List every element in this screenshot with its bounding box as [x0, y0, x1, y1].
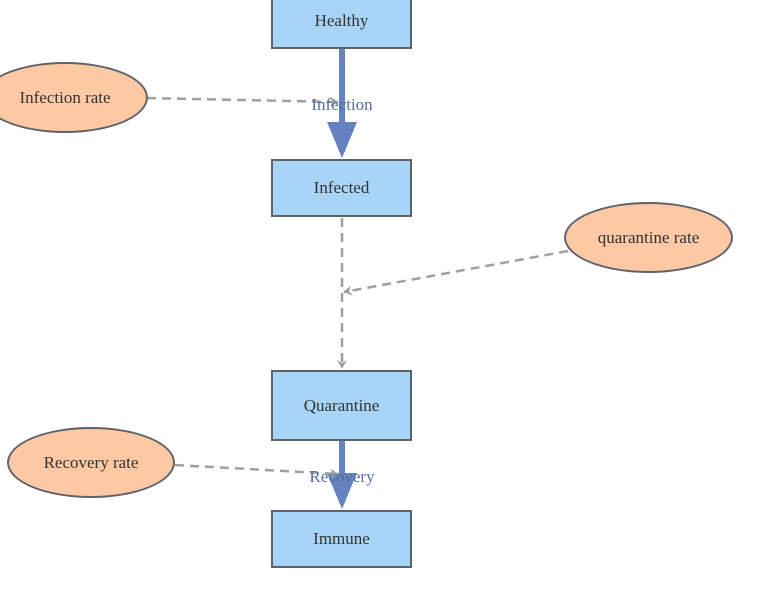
param-quarantine-rate[interactable]: quarantine rate: [564, 202, 733, 273]
quarantine-rate-link: [343, 249, 569, 296]
stock-quarantine[interactable]: Quarantine: [271, 370, 412, 441]
flow-label-infection: Infection: [311, 95, 373, 114]
stock-immune[interactable]: Immune: [271, 510, 412, 568]
param-infection-rate-label: Infection rate: [19, 87, 111, 107]
flow-label-recovery: Recovery: [309, 467, 375, 486]
recovery-rate-link: [174, 463, 339, 479]
stock-infected-label: Infected: [313, 178, 370, 197]
infection-rate-link: [146, 96, 339, 107]
stock-immune-label: Immune: [313, 529, 370, 548]
param-infection-rate[interactable]: Infection rate: [0, 62, 148, 133]
param-recovery-rate-label: Recovery rate: [43, 452, 139, 472]
param-quarantine-rate-label: quarantine rate: [597, 227, 700, 247]
stock-quarantine-label: Quarantine: [303, 395, 380, 415]
stock-infected[interactable]: Infected: [271, 159, 412, 217]
param-recovery-rate[interactable]: Recovery rate: [7, 427, 175, 498]
stock-healthy[interactable]: Healthy: [271, 0, 412, 49]
stock-healthy-label: Healthy: [314, 10, 369, 30]
